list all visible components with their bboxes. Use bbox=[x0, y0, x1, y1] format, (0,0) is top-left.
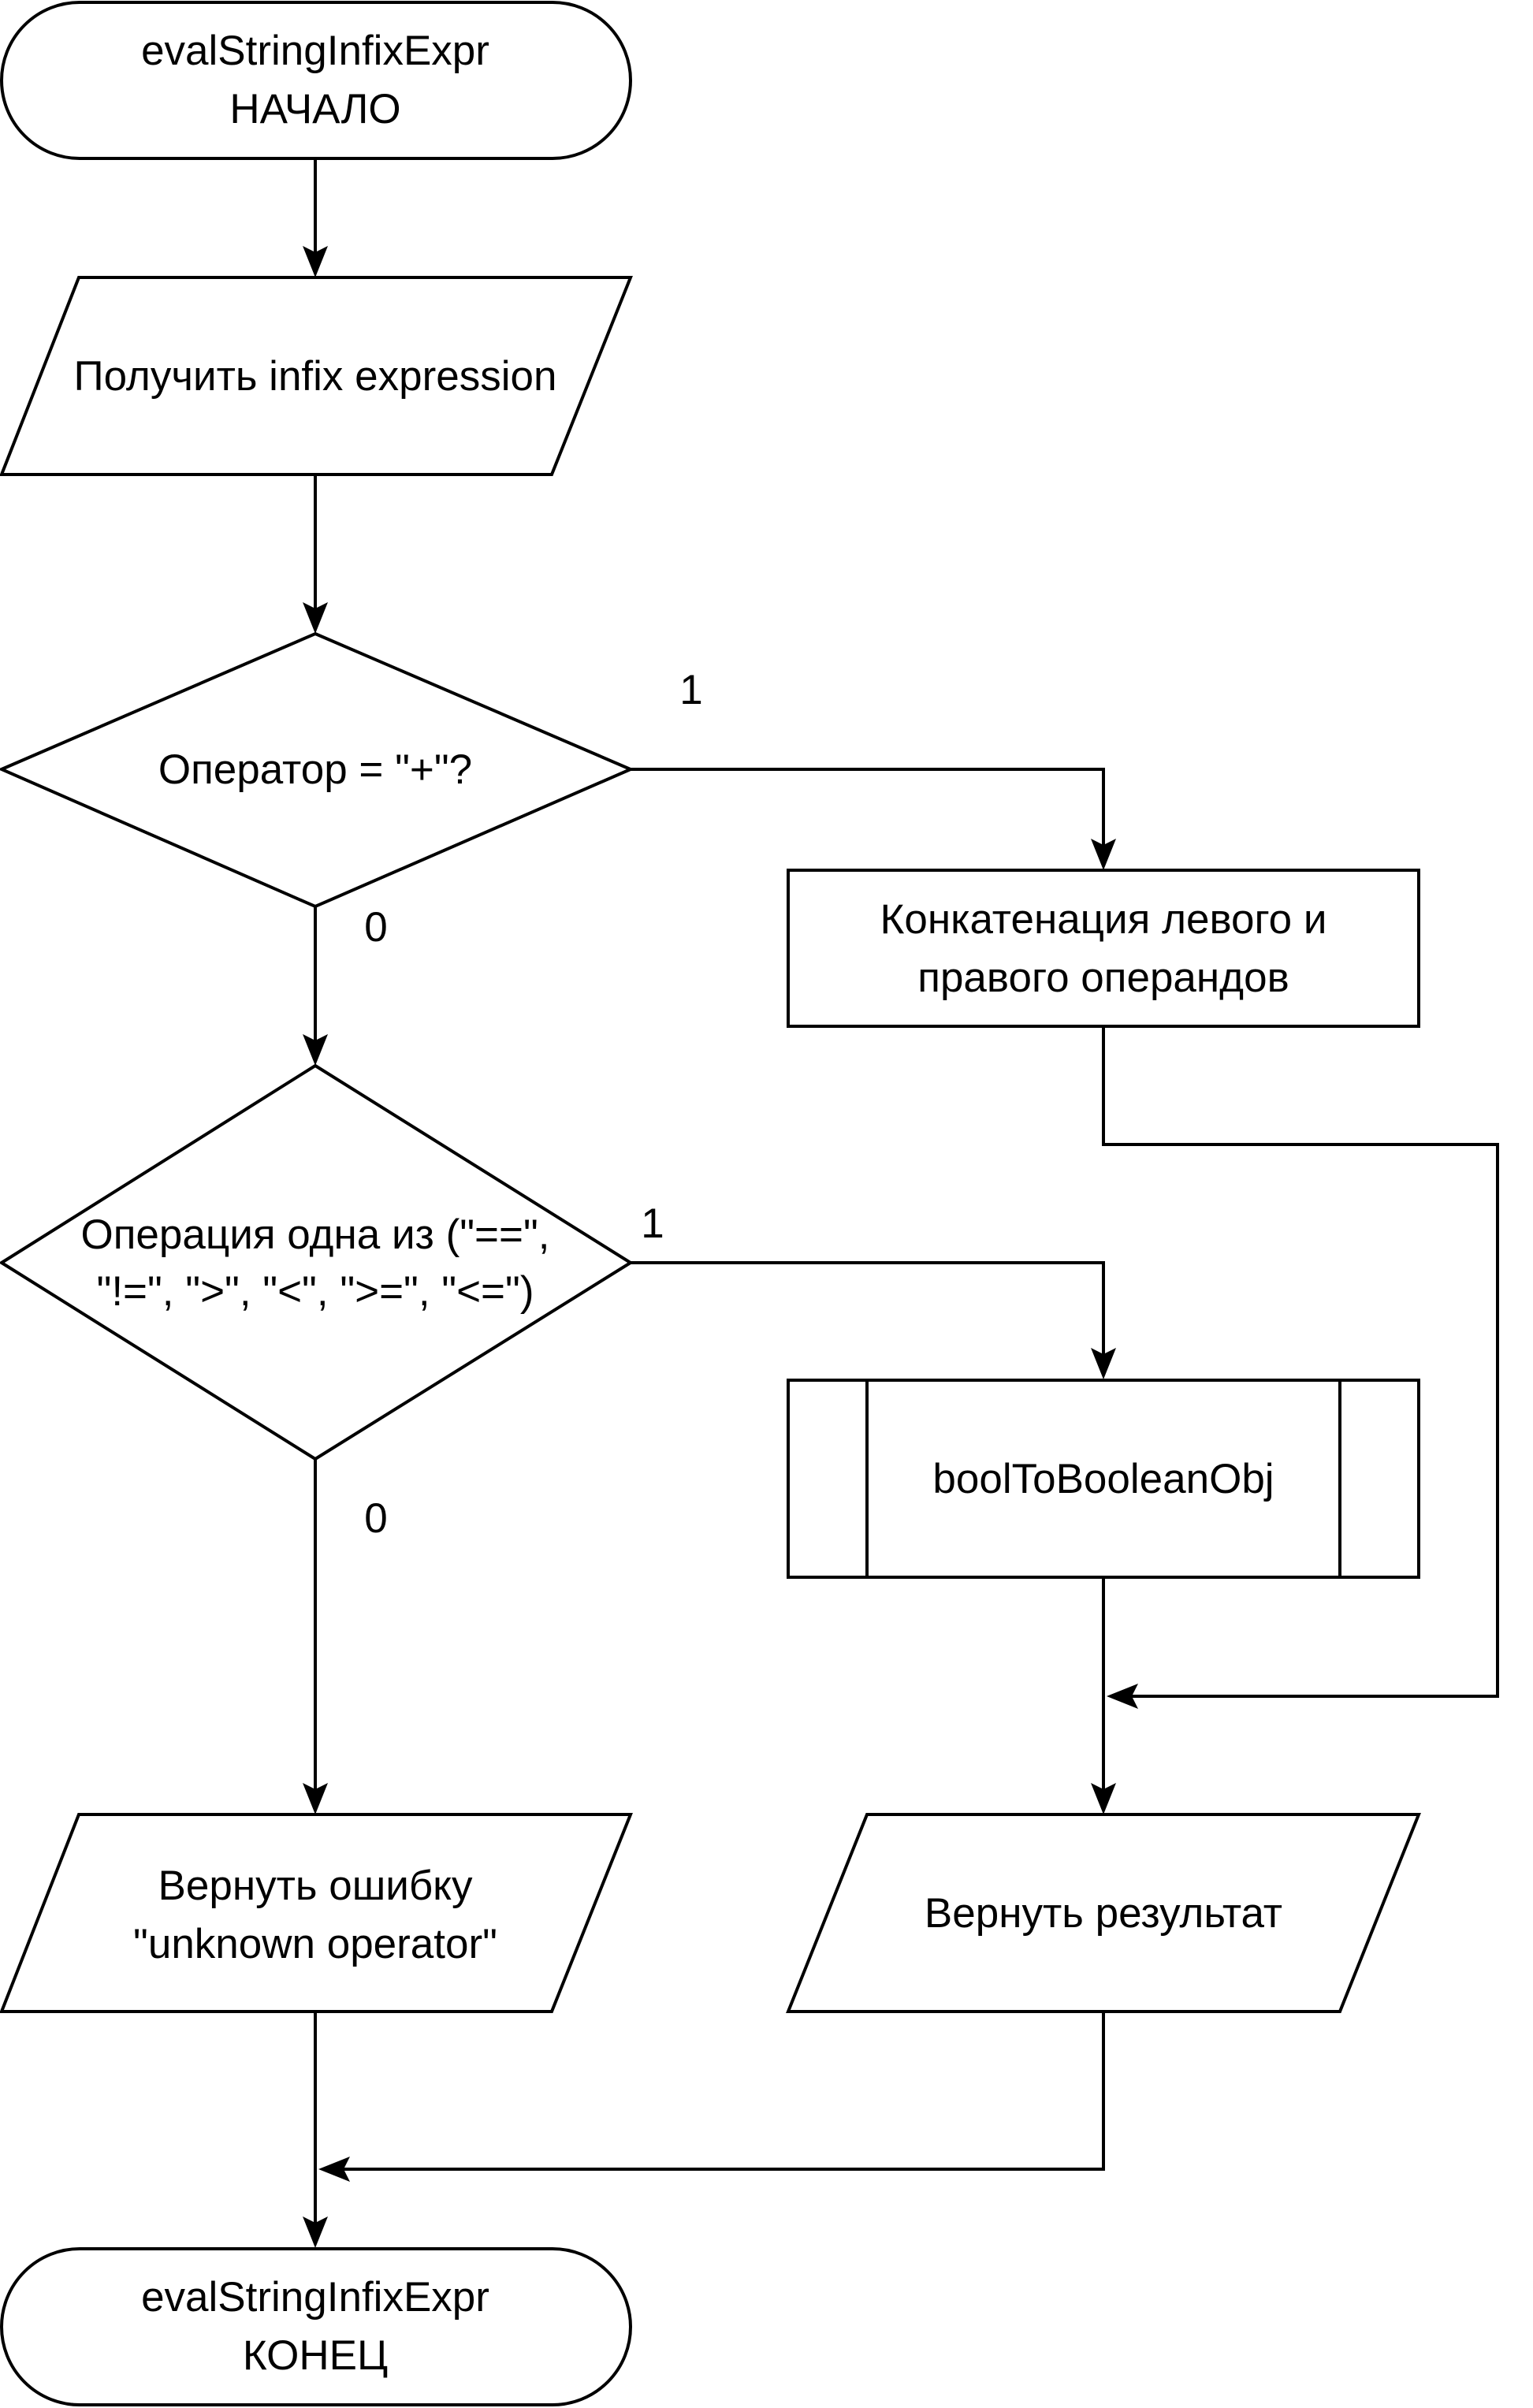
edge-input-to-decision-plus bbox=[303, 475, 328, 634]
bool-subroutine: boolToBooleanObj bbox=[787, 1379, 1420, 1579]
error-output-line1: Вернуть ошибку bbox=[158, 1863, 473, 1909]
edge-bool-to-result bbox=[1091, 1578, 1116, 1814]
edge-decision-plus-yes bbox=[631, 768, 1116, 870]
edge-concat-to-merge bbox=[1102, 1026, 1499, 1709]
concat-line2: правого операндов bbox=[917, 955, 1289, 1001]
concat-line1: Конкатенация левого и bbox=[880, 896, 1327, 943]
input-label: Получить infix expression bbox=[74, 353, 557, 400]
decision-compare-line2: "!=", ">", "<", ">=", "<=") bbox=[97, 1268, 534, 1315]
decision-compare-line1: Операция одна из ("==", bbox=[81, 1211, 550, 1258]
decision-compare: Операция одна из ("==", "!=", ">", "<", … bbox=[0, 1063, 634, 1461]
end-subtitle: КОНЕЦ bbox=[243, 2332, 388, 2379]
edge-error-to-end bbox=[303, 2012, 328, 2248]
result-output-label: Вернуть результат bbox=[925, 1890, 1282, 1937]
edge-labels: 1 0 1 0 bbox=[364, 667, 702, 1542]
bool-subroutine-label: boolToBooleanObj bbox=[932, 1456, 1274, 1502]
edge-decision-compare-yes bbox=[631, 1261, 1116, 1379]
edge-label-compare-yes: 1 bbox=[641, 1200, 664, 1247]
error-output: Вернуть ошибку "unknown operator" bbox=[0, 1813, 633, 2013]
edge-label-compare-no: 0 bbox=[364, 1495, 387, 1542]
error-output-line2: "unknown operator" bbox=[133, 1921, 497, 1967]
edge-decision-compare-no bbox=[303, 1459, 328, 1814]
start-terminator: evalStringInfixExpr НАЧАЛО bbox=[0, 1, 632, 160]
edge-result-to-merge bbox=[318, 2012, 1105, 2182]
start-subtitle: НАЧАЛО bbox=[229, 86, 400, 132]
edges bbox=[303, 160, 1499, 2248]
decision-plus: Оператор = "+"? bbox=[0, 631, 635, 909]
input-parallelogram: Получить infix expression bbox=[0, 276, 633, 476]
end-terminator: evalStringInfixExpr КОНЕЦ bbox=[0, 2247, 632, 2406]
edge-label-plus-yes: 1 bbox=[679, 667, 702, 713]
start-title: evalStringInfixExpr bbox=[141, 28, 489, 74]
end-title: evalStringInfixExpr bbox=[141, 2274, 489, 2321]
decision-plus-label: Оператор = "+"? bbox=[158, 746, 472, 793]
result-output: Вернуть результат bbox=[786, 1813, 1421, 2013]
edge-decision-plus-no bbox=[303, 906, 328, 1066]
concat-process: Конкатенация левого и правого операндов bbox=[787, 869, 1420, 1028]
edge-start-to-input bbox=[303, 160, 328, 277]
edge-label-plus-no: 0 bbox=[364, 904, 387, 951]
